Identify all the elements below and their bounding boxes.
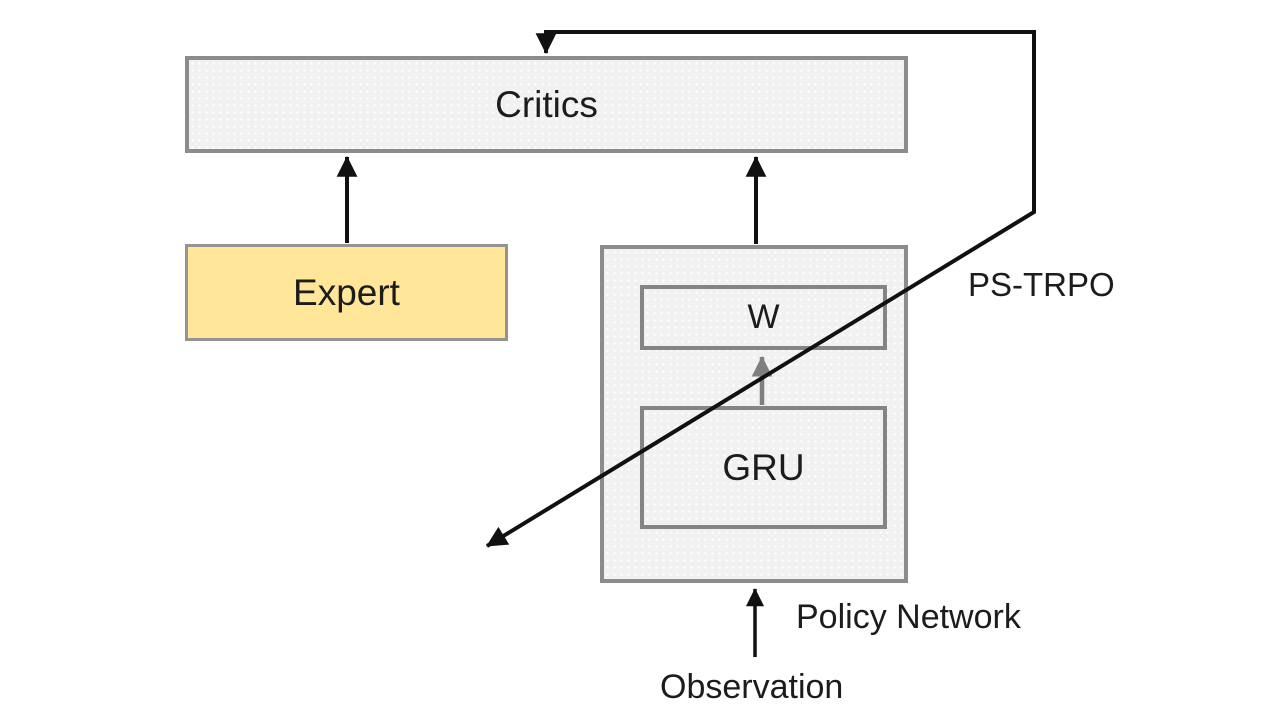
gru-label: GRU	[722, 446, 805, 488]
expert-label: Expert	[293, 271, 400, 313]
expert-node: Expert	[185, 244, 508, 341]
w-label: W	[747, 298, 780, 336]
observation-label: Observation	[660, 668, 844, 706]
critics-node: Critics	[185, 56, 908, 153]
ps-trpo-label: PS-TRPO	[968, 266, 1115, 303]
w-node: W	[640, 285, 887, 350]
gru-node: GRU	[640, 406, 887, 529]
policy-network-label: Policy Network	[796, 598, 1021, 636]
critics-label: Critics	[495, 83, 598, 125]
